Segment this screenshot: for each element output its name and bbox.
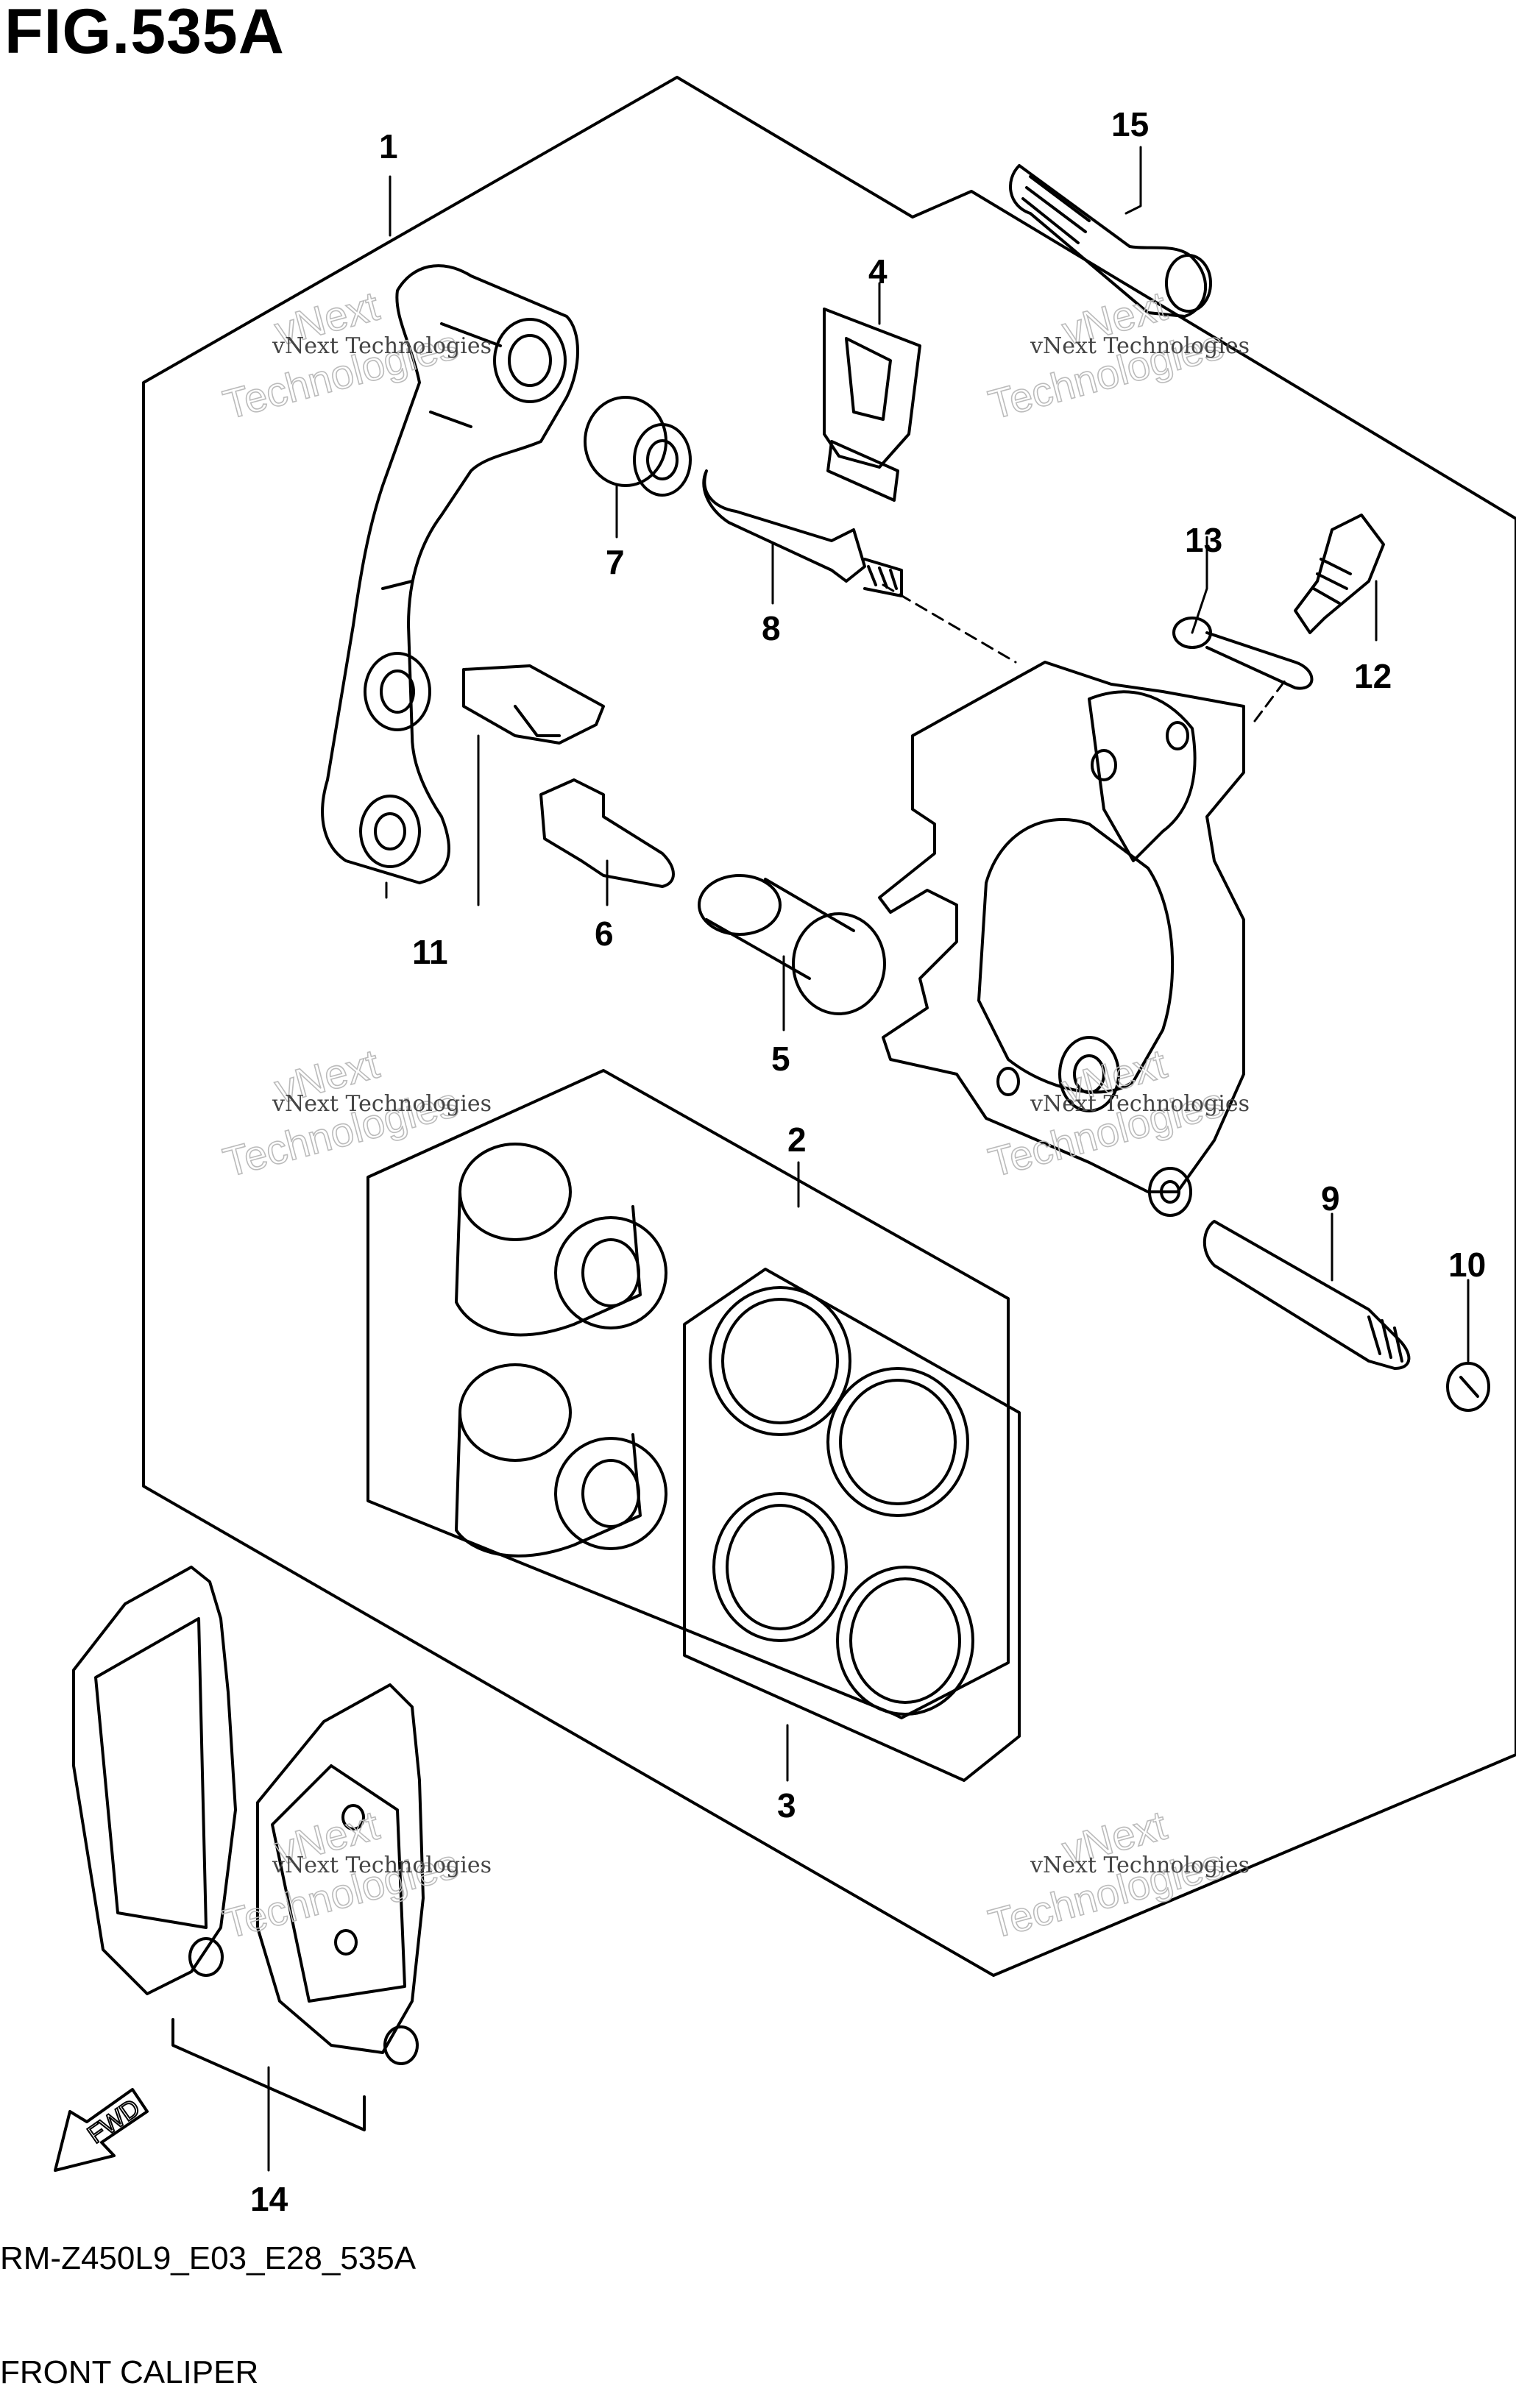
brake-pad-right [256, 1683, 425, 2065]
callout-13: 13 [1185, 521, 1222, 559]
leader-lines [267, 146, 1470, 2172]
svg-text:vNext Technologies: vNext Technologies [272, 1091, 492, 1117]
bolt-15 [1009, 164, 1212, 318]
model-code: RM-Z450L9_E03_E28_535A [0, 2240, 417, 2276]
watermark-mid-right: vNext Technologies vNext Technologies [983, 1040, 1250, 1187]
svg-text:vNext Technologies: vNext Technologies [1030, 1091, 1250, 1117]
seal-rings [709, 1286, 974, 1716]
callout-7: 7 [606, 543, 625, 581]
callout-5: 5 [771, 1040, 790, 1078]
pin-6 [539, 778, 675, 888]
callout-8: 8 [762, 609, 781, 647]
caliper-body [878, 661, 1245, 1217]
svg-text:vNext Technologies: vNext Technologies [1030, 1853, 1250, 1878]
bleeder-valve-12 [1294, 514, 1385, 634]
figure-caption: FRONT CALIPER [0, 2354, 259, 2390]
watermark-top-left: vNext Technologies vNext Technologies [218, 282, 492, 429]
callout-10: 10 [1448, 1246, 1486, 1284]
pad-spring-11 [462, 664, 605, 745]
plug-10 [1446, 1362, 1490, 1412]
watermark-top-right: vNext Technologies vNext Technologies [983, 282, 1250, 429]
callout-4: 4 [868, 252, 888, 291]
brake-pad-left [72, 1566, 237, 1995]
callout-12: 12 [1354, 657, 1392, 695]
caliper-bracket [321, 264, 579, 884]
callout-15: 15 [1111, 105, 1149, 143]
assembly-outline-main [142, 76, 1516, 1977]
piston-upper [455, 1143, 667, 1337]
callout-6: 6 [595, 914, 614, 953]
pin-8 [702, 469, 903, 597]
boot-7 [584, 396, 692, 497]
callout-9: 9 [1321, 1179, 1340, 1218]
pad-spring-4 [823, 308, 921, 502]
watermark-bottom-left: vNext Technologies vNext Technologies [218, 1801, 492, 1948]
callout-1: 1 [379, 127, 398, 166]
callout-14: 14 [250, 2180, 288, 2218]
watermark-mid-left: vNext Technologies vNext Technologies [218, 1040, 492, 1187]
seal-set-outline [683, 1268, 1021, 1782]
piston-lower [455, 1363, 667, 1558]
sleeve-5 [698, 874, 886, 1015]
svg-text:vNext Technologies: vNext Technologies [272, 1853, 492, 1878]
pin-9 [1202, 1220, 1411, 1370]
watermark-bottom-right: vNext Technologies vNext Technologies [983, 1801, 1250, 1948]
callout-2: 2 [787, 1120, 807, 1159]
svg-text:vNext Technologies: vNext Technologies [1030, 333, 1250, 359]
figure-title: FIG.535A [4, 0, 285, 67]
svg-text:vNext Technologies: vNext Technologies [272, 333, 492, 359]
cap-13 [1172, 617, 1314, 690]
callout-11: 11 [412, 933, 448, 971]
fwd-arrow [54, 2088, 149, 2172]
callout-3: 3 [777, 1786, 796, 1825]
